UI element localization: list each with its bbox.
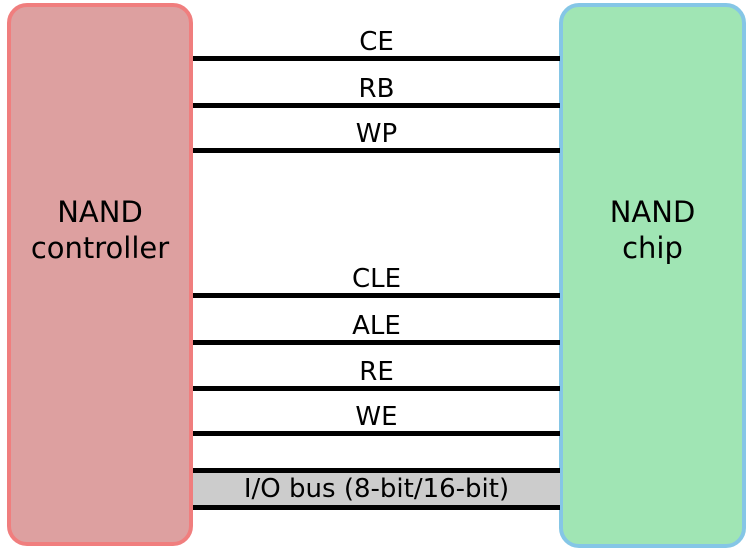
io-bus-band: I/O bus (8-bit/16-bit) <box>193 468 560 510</box>
wire-line <box>193 148 560 153</box>
signal-label-rb: RB <box>358 74 395 104</box>
wire-line <box>193 386 560 391</box>
signal-label-wp: WP <box>355 119 398 149</box>
wire-line <box>193 56 560 61</box>
wire-line <box>193 103 560 108</box>
signal-label-cle: CLE <box>351 264 402 294</box>
nand-chip-box: NAND chip <box>559 3 746 548</box>
io-bus-label: I/O bus (8-bit/16-bit) <box>243 474 510 504</box>
nand-controller-box: NAND controller <box>7 3 193 546</box>
signal-label-re: RE <box>359 357 394 387</box>
signal-label-ale: ALE <box>352 311 401 341</box>
wire-line <box>193 431 560 436</box>
nand-chip-label: NAND chip <box>609 195 696 265</box>
signal-label-ce: CE <box>359 27 394 57</box>
nand-controller-label: NAND controller <box>30 195 170 265</box>
wire-line <box>193 293 560 298</box>
signal-label-we: WE <box>355 402 398 432</box>
wire-line <box>193 340 560 345</box>
